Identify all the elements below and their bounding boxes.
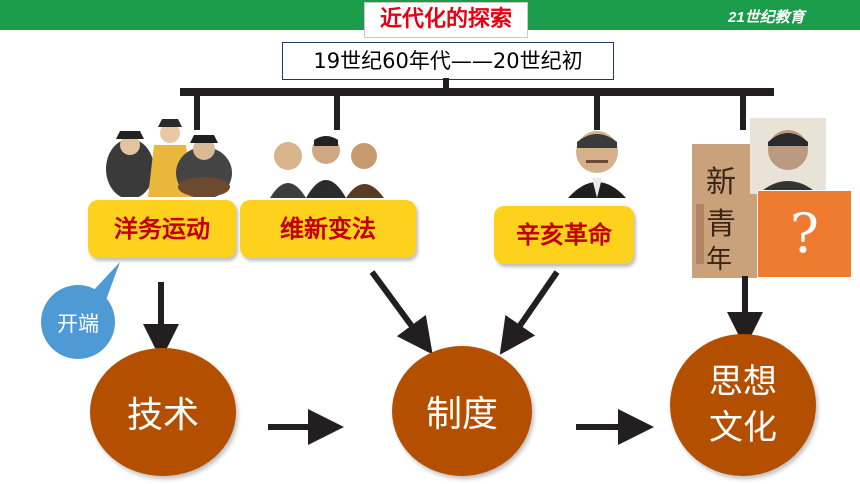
outcome-culture-circle: 思想 文化 [670,334,816,476]
outcome-culture-label-2: 文化 [709,408,777,448]
bracket-horizontal [180,88,774,96]
arrow-xinhai-to-system [499,270,560,355]
portrait-sun-yatsen [568,131,626,198]
bracket-drop-1 [194,94,200,130]
outcome-tech-circle: 技术 [90,348,236,476]
outcome-system-circle: 制度 [392,346,532,476]
portrait-chen-duxiu [750,118,826,194]
portrait-group-weixin [270,136,384,198]
svg-text:新: 新 [706,165,736,200]
brand-logo-text: 21世纪教育 [728,9,805,26]
outcome-culture-label-1: 思想 [709,362,777,402]
outcome-system-label: 制度 [425,394,498,435]
bracket-drop-4 [740,94,746,130]
outcome-tech-label: 技术 [126,395,199,436]
callout-label: 开端 [57,312,99,336]
unknown-movement-box: ? [757,190,852,278]
movement-xinhai: 辛亥革命 [494,206,634,264]
callout-bubble [41,262,120,359]
svg-text:青: 青 [706,207,736,242]
period-label: 19世纪60年代——20世纪初 [282,42,614,80]
slide-title: 近代化的探索 [364,2,528,38]
movement-weixin: 维新变法 [240,200,416,258]
movement-yangwu: 洋务运动 [88,200,236,258]
bracket-stem [443,78,449,92]
arrow-weixin-to-system [369,270,433,355]
bracket-drop-3 [594,94,600,130]
brand-logo: 21世纪教育 [728,6,805,27]
svg-text:年: 年 [706,245,732,275]
bracket-drop-2 [334,94,340,130]
portrait-group-yangwu [106,119,232,197]
